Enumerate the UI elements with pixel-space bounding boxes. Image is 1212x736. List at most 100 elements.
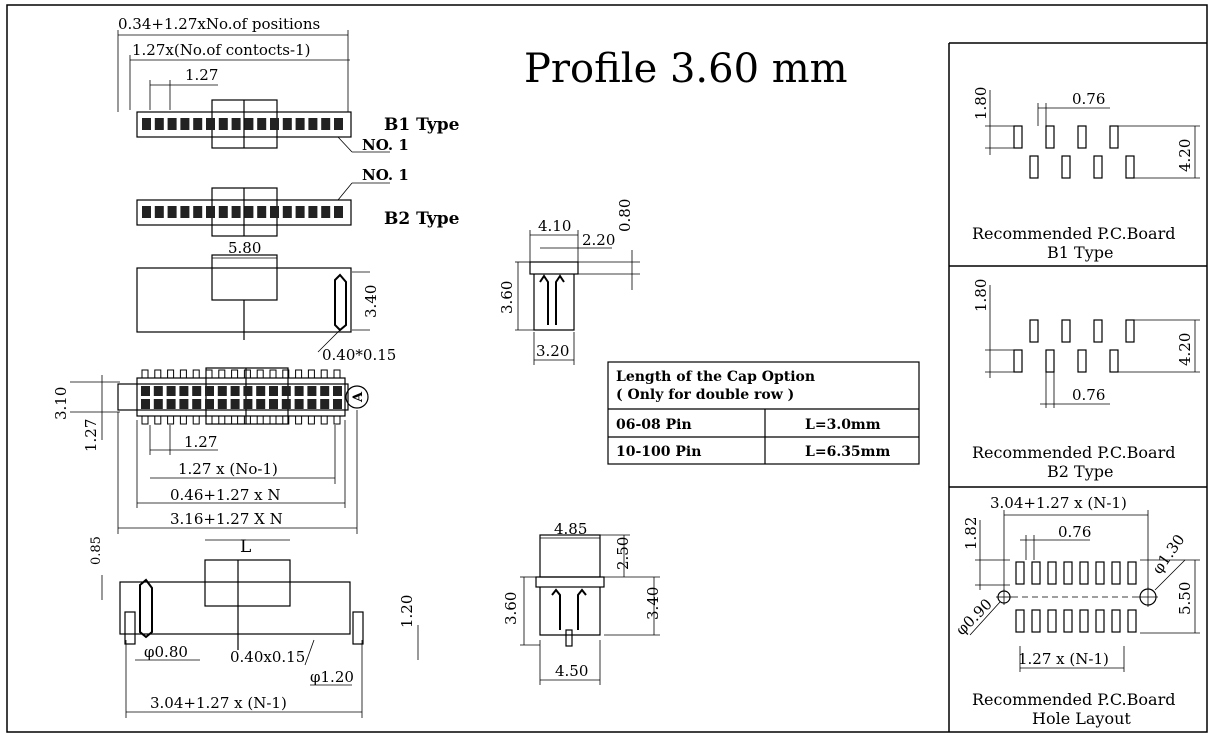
side-view-1: 4.10 2.20 0.80 3.60 3.20 (498, 199, 640, 365)
pin-lead (167, 415, 175, 425)
hole-pad (1063, 561, 1073, 585)
pin-lead (205, 415, 213, 425)
pcb-hole-dim-550: 5.50 (1176, 582, 1194, 615)
contact-pin (334, 206, 343, 218)
pin-lead (307, 415, 315, 425)
top-view-dim-316: 3.16+1.27 X N (170, 510, 283, 528)
pcb-b1-caption-2: B1 Type (1047, 243, 1113, 262)
contact-pin (179, 399, 189, 409)
hole-pad (1031, 609, 1041, 633)
contact-pin-group (141, 118, 343, 425)
pin-lead (256, 369, 264, 379)
contact-pin (321, 206, 331, 218)
contact-pin (206, 118, 215, 130)
b2-type-view: NO. 1 B2 Type (136, 166, 460, 237)
b1-no1-label: NO. 1 (362, 136, 409, 154)
pcb-b1-dim-180: 1.80 (972, 87, 990, 120)
pcb-b1-dim-076: 0.76 (1072, 90, 1105, 108)
pin-lead (269, 369, 277, 379)
b2-type-label: B2 Type (384, 209, 460, 229)
pcb-b2-dim-420: 4.20 (1176, 333, 1194, 366)
side1-dim-080: 0.80 (616, 199, 634, 232)
pcb-hole-dim-127: 1.27 x (N-1) (1018, 650, 1109, 668)
side2-dim-360: 3.60 (502, 592, 520, 625)
contact-pin (166, 386, 176, 396)
pin-lead (192, 369, 200, 379)
contact-pin (167, 118, 177, 130)
top-view: A 3.10 1.27 1.27 1.27 x (No-1) 0.46+1.27… (52, 367, 369, 534)
contact-pin (320, 399, 330, 409)
contact-pin (256, 399, 266, 409)
contact-pin (230, 386, 240, 396)
side1-dim-360: 3.60 (498, 281, 516, 314)
contact-pin (180, 118, 190, 130)
pin-lead (179, 415, 187, 425)
bottom-dim-304: 3.04+1.27 x (N-1) (150, 694, 287, 712)
contact-pin (230, 399, 240, 409)
contact-pin (205, 399, 214, 409)
pin-lead (243, 415, 251, 425)
contact-pin (270, 118, 279, 130)
top-view-dim-127: 1.27 (184, 433, 217, 451)
contact-pin (270, 206, 279, 218)
pcb-hole-dim-076: 0.76 (1058, 523, 1091, 541)
contact-pin (333, 386, 342, 396)
body-dim-chamfer: 0.40*0.15 (322, 346, 396, 364)
contact-pin (269, 386, 278, 396)
side2-dim-250: 2.50 (614, 537, 632, 570)
contact-pin (192, 399, 202, 409)
pin-lead (167, 369, 175, 379)
bottom-dim-L: L (240, 537, 251, 557)
pin-lead (154, 415, 162, 425)
body-dim-height: 3.40 (362, 285, 380, 318)
pcb-b2-dim-076: 0.76 (1072, 386, 1105, 404)
side2-dim-485: 4.85 (554, 520, 587, 538)
contact-pin (256, 386, 266, 396)
pin-lead (333, 369, 341, 379)
pcb-b2-caption-1: Recommended P.C.Board (972, 443, 1175, 462)
side1-dim-410: 4.10 (538, 217, 571, 235)
pin-lead (141, 369, 149, 379)
pin-lead (218, 415, 226, 425)
contact-pin (244, 206, 254, 218)
drawing-frame (6, 4, 1208, 733)
b1-type-view: 0.34+1.27xNo.of positions 1.27x(No.of co… (117, 15, 460, 154)
contact-pin (154, 118, 164, 130)
b2-no1-label: NO. 1 (362, 166, 409, 184)
contact-pin (166, 399, 176, 409)
pcb-b1-dim-420: 4.20 (1176, 139, 1194, 172)
contact-pin (307, 399, 317, 409)
contact-pin (231, 206, 241, 218)
side1-dim-220: 2.20 (582, 231, 615, 249)
hole-pad (1127, 609, 1137, 633)
side-view-2: 4.85 2.50 3.40 3.60 4.50 (502, 520, 662, 685)
pin-lead (179, 369, 187, 379)
pcb-b2-panel: 1.80 4.20 0.76 Recommended P.C.Board B2 … (972, 279, 1200, 481)
pcb-hole-dim-090: φ0.90 (952, 595, 996, 639)
contact-pin (153, 399, 163, 409)
side2-dim-450: 4.50 (555, 662, 588, 680)
contact-pin (269, 399, 278, 409)
pin-lead (243, 369, 251, 379)
hole-pad (1047, 561, 1057, 585)
page-title: Profile 3.60 mm (524, 46, 848, 92)
contact-pin (179, 386, 189, 396)
pin-lead (205, 369, 213, 379)
pcb-hole-caption-1: Recommended P.C.Board (972, 690, 1175, 709)
hole-pad-rows (1015, 561, 1137, 633)
contact-pin (281, 386, 291, 396)
contact-pin (142, 118, 151, 130)
contact-pin (205, 386, 214, 396)
b1-dim-pitch: 1.27 (185, 66, 218, 84)
contact-pin (167, 206, 177, 218)
contact-pin (282, 118, 292, 130)
cap-table-heading-1: Length of the Cap Option (616, 369, 815, 385)
contact-pin (281, 399, 291, 409)
b1-dim-total: 0.34+1.27xNo.of positions (118, 15, 320, 33)
contact-pin (231, 118, 241, 130)
contact-pin (141, 399, 150, 409)
pin-lead (218, 369, 226, 379)
pcb-hole-dim-130: φ1.30 (1149, 531, 1189, 577)
bottom-view: L 0.85 1.20 φ0.80 0.40x0.15 φ1.20 3.04+1… (89, 536, 419, 718)
pin-lead (295, 415, 303, 425)
